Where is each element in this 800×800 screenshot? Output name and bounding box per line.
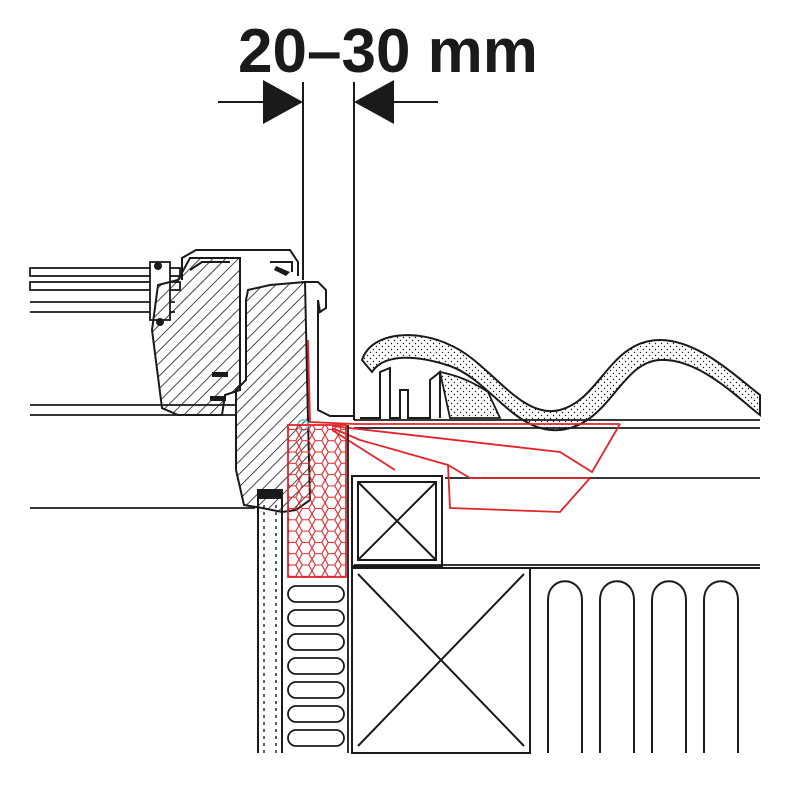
insulation-block [287,424,347,578]
gap-reference-lines [302,82,355,420]
inner-wall [257,489,283,753]
plasterboard-slots [287,425,349,753]
roof-tiles [360,334,761,432]
inner-lining [30,404,255,509]
rafter [351,567,531,754]
cladding-profile [181,249,354,417]
wall-slots [530,567,760,753]
tile-cleat [360,366,441,419]
roof-underlay [354,419,760,566]
vapour-membrane [307,339,621,513]
dimension-label: 20–30 mm [238,17,538,86]
dimension-callout: 20–30 mm [218,17,538,124]
dimension-arrow-left [263,80,303,124]
gaskets [154,262,290,401]
dimension-arrow-right [354,80,394,124]
counter-batten [351,475,443,567]
